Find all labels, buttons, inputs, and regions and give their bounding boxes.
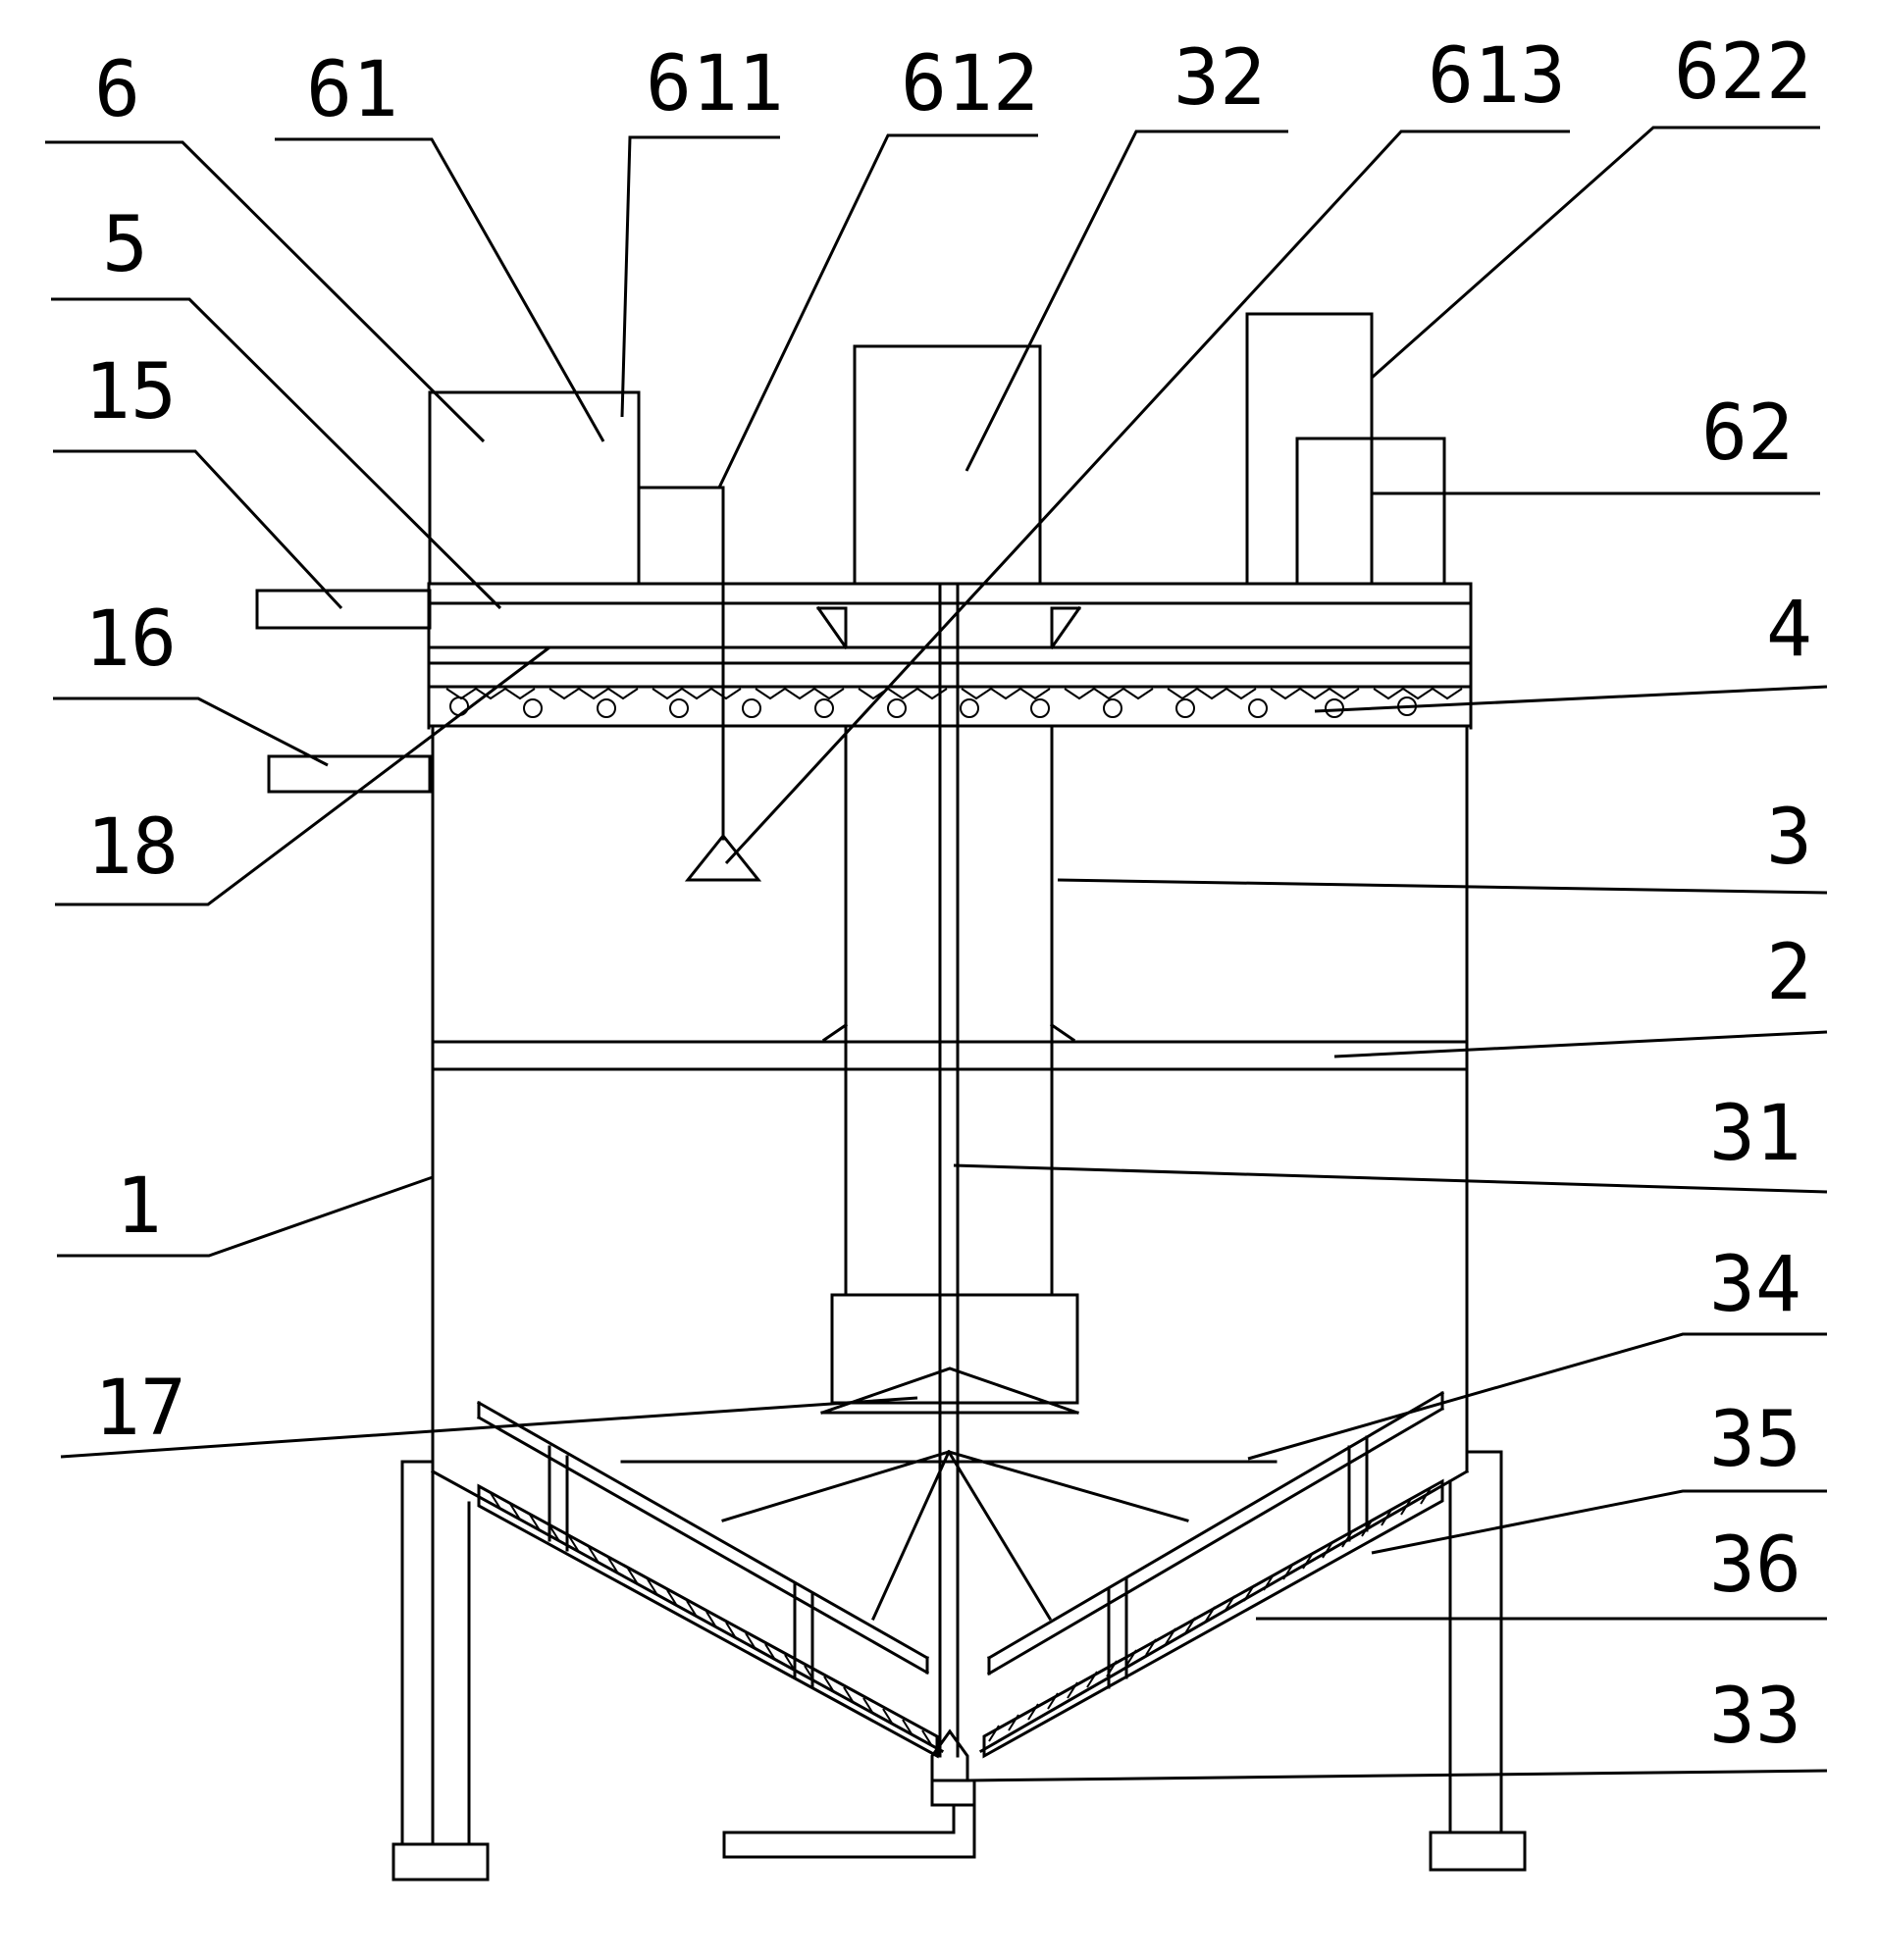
label-36: 36 (1709, 1522, 1801, 1610)
label-32: 32 (1174, 34, 1266, 123)
label-62: 62 (1701, 389, 1794, 478)
label-612: 612 (901, 40, 1039, 129)
inlet-pipe (255, 589, 432, 630)
label-5: 5 (102, 201, 148, 289)
label-61: 61 (306, 46, 398, 134)
label-2: 2 (1766, 929, 1812, 1017)
leader-lines (45, 126, 1828, 1782)
label-31: 31 (1709, 1090, 1801, 1178)
label-33: 33 (1709, 1673, 1801, 1761)
label-18: 18 (86, 803, 179, 892)
label-1: 1 (116, 1162, 162, 1251)
label-622: 622 (1674, 28, 1812, 117)
center-column (820, 582, 1079, 1758)
label-6: 6 (94, 46, 140, 134)
label-35: 35 (1709, 1396, 1801, 1484)
label-611: 611 (646, 40, 784, 129)
top-units (428, 312, 1446, 586)
stirrer (476, 1390, 1445, 1689)
top-plate-assembly (427, 582, 1473, 730)
label-16: 16 (84, 595, 177, 684)
middle-plate (431, 1040, 1469, 1071)
label-613: 613 (1428, 32, 1566, 121)
outlet-valve (722, 1728, 976, 1859)
hopper (815, 605, 1082, 650)
label-4: 4 (1766, 586, 1812, 674)
legs (391, 1450, 1527, 1882)
side-pipe (267, 754, 432, 794)
spray-head (684, 486, 762, 882)
scraper-strips (477, 1478, 1444, 1759)
label-34: 34 (1709, 1241, 1801, 1329)
label-3: 3 (1766, 794, 1812, 882)
label-15: 15 (84, 348, 177, 437)
tank-body (430, 726, 1470, 1754)
labels: 6 61 611 612 32 613 622 5 15 62 16 4 18 … (84, 28, 1812, 1761)
filter-layer (445, 687, 1463, 718)
label-17: 17 (94, 1365, 186, 1453)
